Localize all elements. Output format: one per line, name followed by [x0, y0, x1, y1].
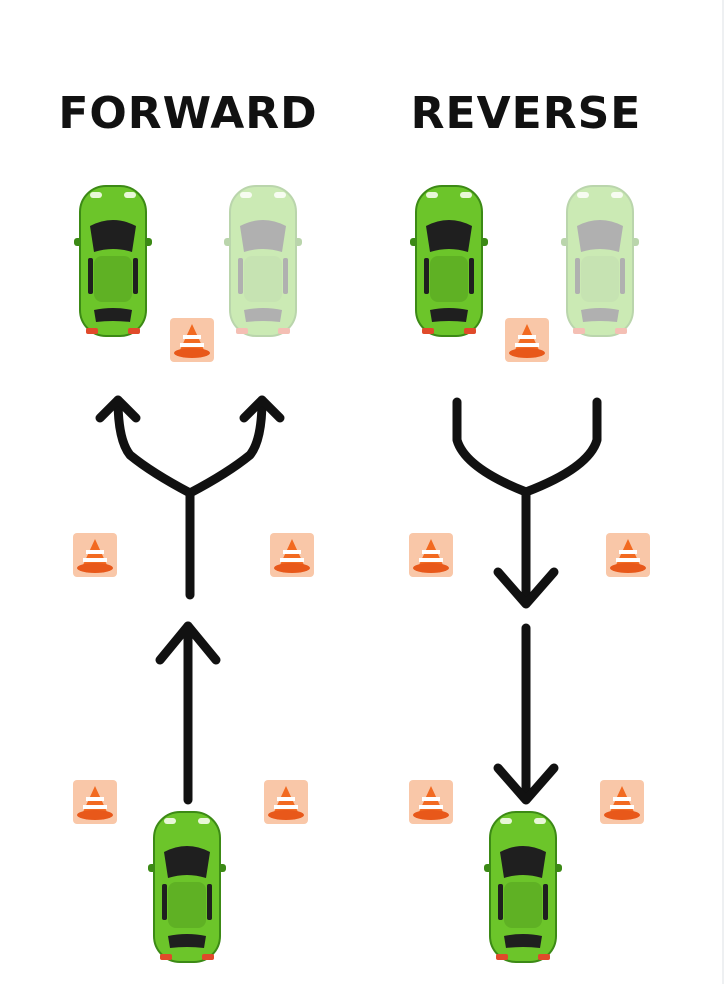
forward-bottom-right-cone-icon	[264, 780, 308, 824]
reverse-target-car-icon	[409, 185, 489, 337]
reverse-straight-arrow-icon	[493, 623, 559, 805]
reverse-bottom-right-cone-icon	[600, 780, 644, 824]
forward-mid-left-cone-icon	[73, 533, 117, 577]
forward-fork-arrow-icon	[95, 395, 285, 600]
reverse-mid-right-cone-icon	[606, 533, 650, 577]
forward-gap-cone-icon	[170, 318, 214, 362]
reverse-gap-cone-icon	[505, 318, 549, 362]
forward-bottom-left-cone-icon	[73, 780, 117, 824]
page-edge-line	[722, 0, 724, 984]
reverse-title: REVERSE	[410, 88, 642, 139]
reverse-ghost-car-icon	[560, 185, 640, 337]
forward-mid-right-cone-icon	[270, 533, 314, 577]
forward-ghost-car-icon	[223, 185, 303, 337]
forward-start-car-icon	[147, 811, 227, 963]
forward-target-car-icon	[73, 185, 153, 337]
forward-straight-arrow-icon	[155, 621, 221, 805]
reverse-bottom-left-cone-icon	[409, 780, 453, 824]
reverse-mid-left-cone-icon	[409, 533, 453, 577]
reverse-merge-arrow-icon	[452, 397, 602, 609]
forward-title: FORWARD	[58, 88, 318, 139]
reverse-start-car-icon	[483, 811, 563, 963]
